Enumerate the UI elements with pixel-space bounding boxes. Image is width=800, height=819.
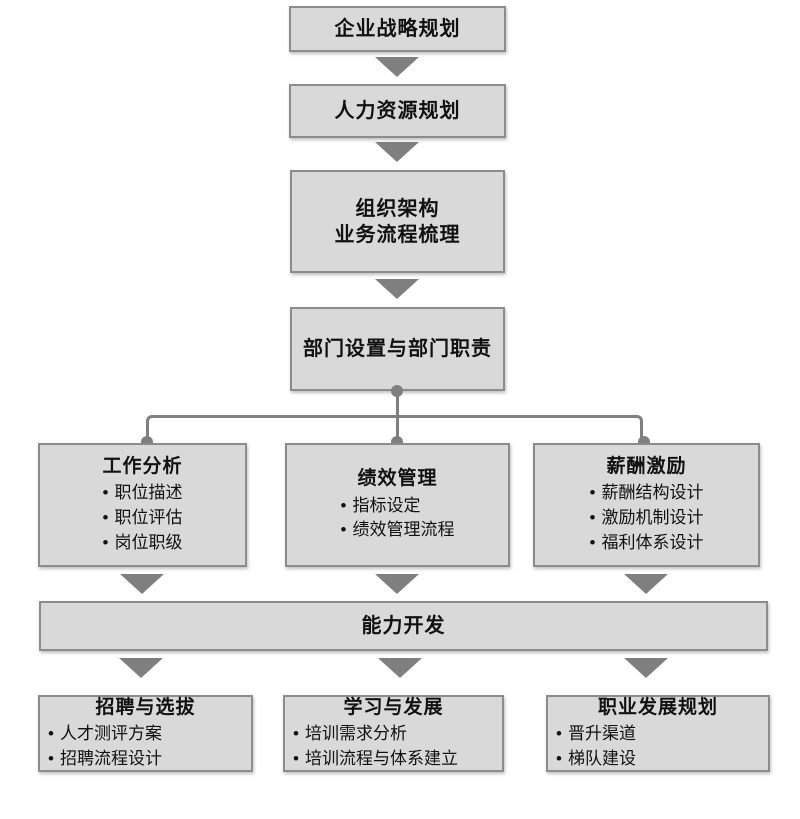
bullet-item: •激励机制设计 — [589, 508, 704, 528]
node-title: 绩效管理 — [357, 468, 438, 490]
node-career-development-planning: 职业发展规划 •晋升渠道 •梯队建设 — [546, 695, 770, 772]
bullet-item: •职位评估 — [102, 508, 183, 528]
bullet-item: •薪酬结构设计 — [589, 483, 704, 503]
bullet-list: •职位描述 •职位评估 •岗位职级 — [103, 481, 183, 555]
bullet-list: •指标设定 •绩效管理流程 — [341, 494, 455, 543]
node-job-analysis: 工作分析 •职位描述 •职位评估 •岗位职级 — [38, 443, 247, 567]
down-arrow-icon — [119, 658, 163, 678]
bullet-list: •人才测评方案 •招聘流程设计 — [48, 722, 251, 771]
bullet-item: •梯队建设 — [556, 748, 636, 768]
node-org-structure: 组织架构 业务流程梳理 — [290, 170, 505, 273]
node-learning-development: 学习与发展 •培训需求分析 •培训流程与体系建立 — [283, 695, 504, 772]
node-title: 工作分析 — [102, 455, 183, 477]
down-arrow-icon — [120, 574, 164, 594]
bullet-list: •薪酬结构设计 •激励机制设计 •福利体系设计 — [590, 481, 704, 555]
down-arrow-icon — [624, 574, 668, 594]
down-arrow-icon — [378, 658, 422, 678]
node-title: 企业战略规划 — [334, 18, 461, 40]
bullet-item: •培训需求分析 — [293, 724, 407, 744]
node-title: 人力资源规划 — [334, 100, 461, 122]
bullet-item: •福利体系设计 — [589, 532, 704, 552]
down-arrow-icon — [375, 142, 419, 162]
bullet-item: •职位描述 — [102, 483, 183, 503]
node-department-setup: 部门设置与部门职责 — [290, 307, 505, 391]
down-arrow-icon — [624, 658, 668, 678]
node-compensation-incentive: 薪酬激励 •薪酬结构设计 •激励机制设计 •福利体系设计 — [533, 443, 760, 567]
node-hr-planning: 人力资源规划 — [289, 84, 506, 138]
bullet-list: •培训需求分析 •培训流程与体系建立 — [293, 722, 502, 771]
node-title-line2: 业务流程梳理 — [334, 223, 461, 246]
down-arrow-icon — [375, 57, 419, 77]
node-title-line1: 组织架构 — [355, 197, 440, 220]
down-arrow-icon — [375, 279, 419, 299]
bullet-item: •指标设定 — [340, 495, 421, 515]
connector-bracket — [146, 415, 643, 443]
node-title: 部门设置与部门职责 — [303, 338, 492, 360]
bullet-list: •晋升渠道 •梯队建设 — [556, 722, 768, 771]
bullet-item: •人才测评方案 — [48, 724, 162, 744]
node-recruitment-selection: 招聘与选拔 •人才测评方案 •招聘流程设计 — [38, 695, 253, 772]
node-title: 能力开发 — [361, 615, 446, 637]
bullet-item: •绩效管理流程 — [340, 520, 455, 540]
node-title: 职业发展规划 — [597, 696, 718, 718]
node-enterprise-strategy: 企业战略规划 — [289, 6, 506, 52]
node-title: 招聘与选拔 — [95, 696, 196, 718]
bullet-item: •岗位职级 — [102, 532, 183, 552]
down-arrow-icon — [375, 574, 419, 594]
node-title: 学习与发展 — [343, 696, 444, 718]
node-performance-management: 绩效管理 •指标设定 •绩效管理流程 — [285, 443, 510, 567]
bullet-item: •招聘流程设计 — [48, 748, 162, 768]
node-title: 薪酬激励 — [606, 455, 687, 477]
bullet-item: •晋升渠道 — [556, 724, 636, 744]
node-capability-development: 能力开发 — [39, 601, 768, 651]
bullet-item: •培训流程与体系建立 — [293, 748, 458, 768]
